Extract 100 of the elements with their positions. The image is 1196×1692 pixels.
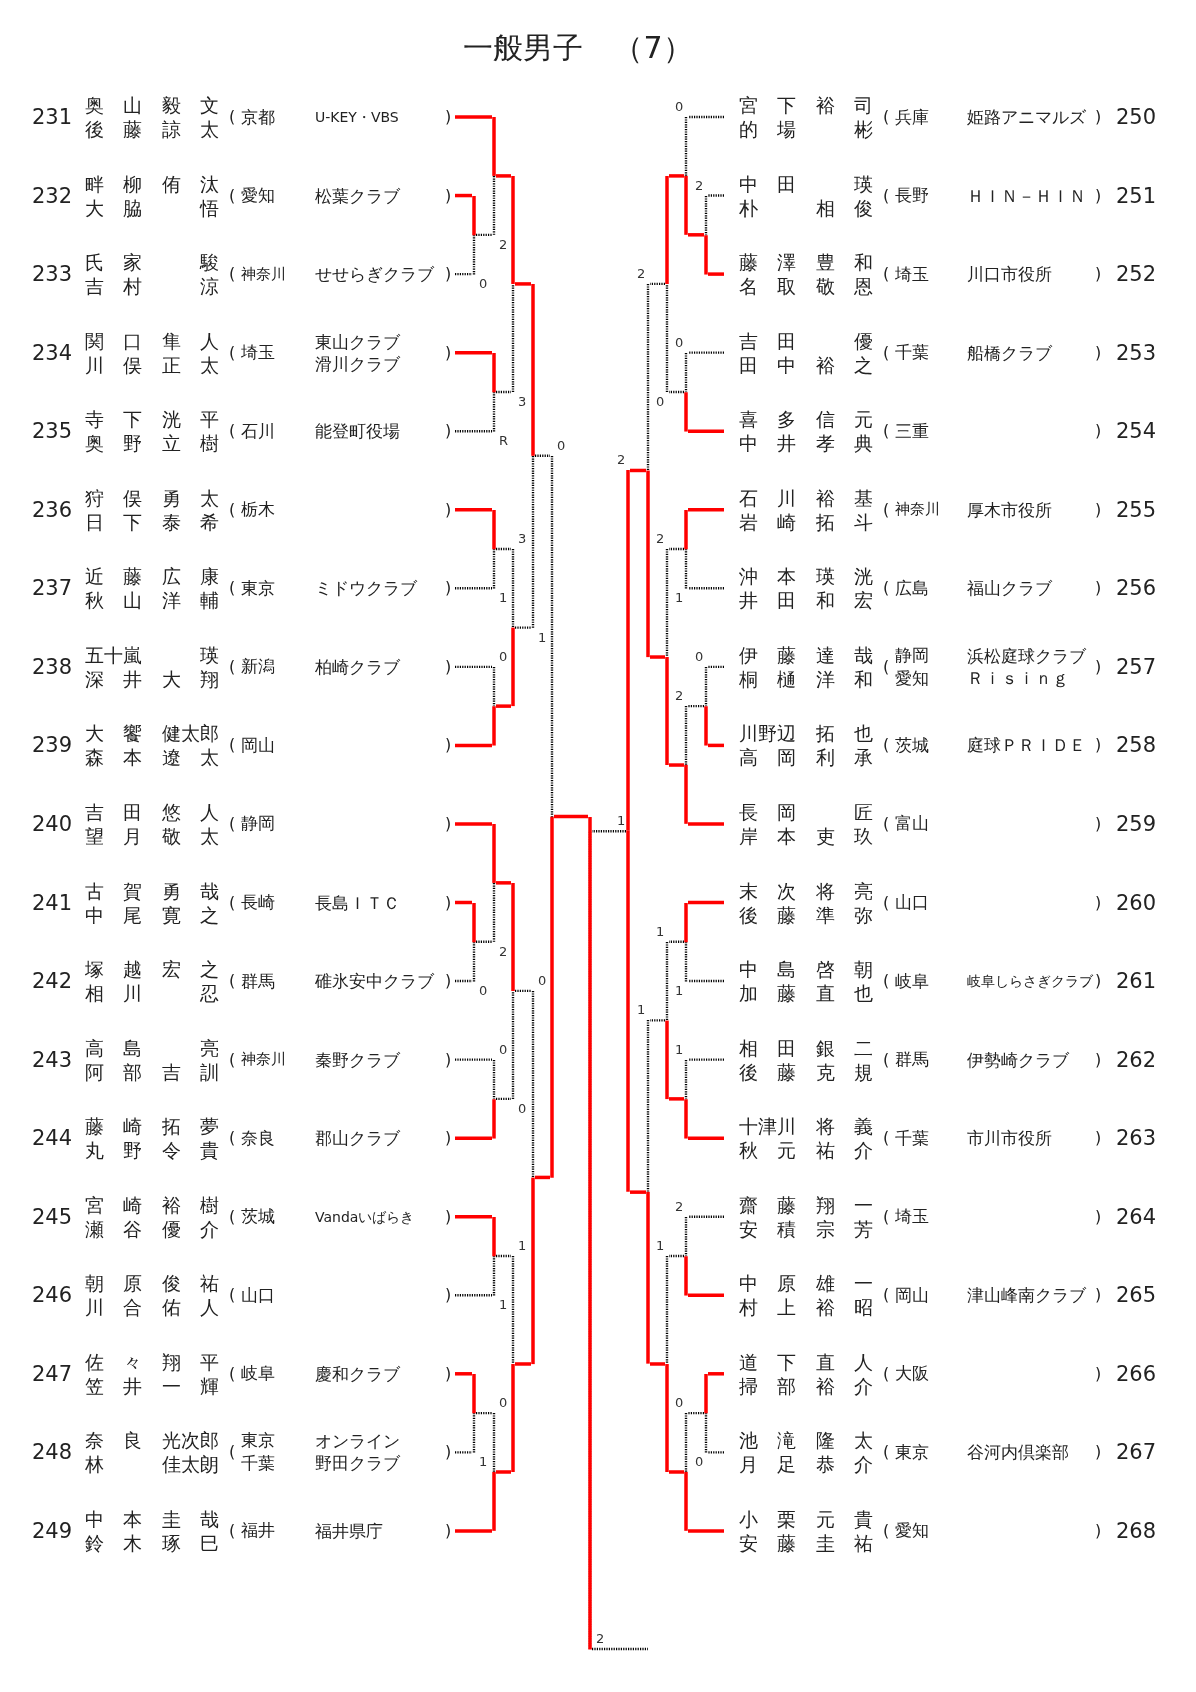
score-label: 0 — [655, 394, 666, 409]
bracket-line — [669, 940, 684, 943]
bracket-line — [688, 429, 724, 433]
open-parenthesis: ( — [229, 1441, 236, 1464]
bracket-line — [688, 587, 724, 590]
bracket-line — [455, 115, 492, 119]
bracket-line — [650, 1362, 665, 1366]
score-label: 1 — [537, 630, 548, 645]
player-name: 林 佳太朗 — [85, 1452, 219, 1477]
bracket-line — [688, 1529, 724, 1533]
player-name: 道下 直人 — [739, 1349, 873, 1374]
prefecture-name: 長崎 — [241, 891, 275, 914]
score-label: 0 — [674, 100, 685, 114]
prefecture-name: 愛知 — [895, 666, 929, 690]
bracket-line — [688, 508, 724, 512]
prefecture-name: 三重 — [895, 419, 929, 443]
prefecture-name: 群馬 — [241, 969, 275, 993]
score-label: 2 — [498, 237, 509, 252]
open-parenthesis: ( — [883, 498, 890, 521]
player-name: 中井 孝典 — [739, 431, 873, 456]
team-name: 郡山クラブ — [315, 1127, 400, 1150]
player-name: 井田 和宏 — [739, 588, 873, 613]
prefecture-name: 福井 — [241, 1519, 275, 1543]
close-parenthesis: ) — [1095, 1441, 1102, 1464]
player-name: 末次 将亮 — [739, 878, 873, 903]
open-parenthesis: ( — [883, 1362, 890, 1385]
close-parenthesis: ) — [1095, 655, 1102, 678]
entry-number: 256 — [1114, 575, 1158, 602]
bracket-line — [650, 655, 665, 659]
bracket-line — [708, 194, 724, 197]
score-label: 3 — [517, 532, 528, 546]
open-parenthesis: ( — [229, 577, 236, 600]
close-parenthesis: ) — [445, 734, 452, 757]
entry-number: 231 — [30, 104, 74, 130]
player-name: 中原 雄一 — [739, 1271, 873, 1296]
team-name: 能登町役場 — [315, 420, 400, 443]
prefecture-name: 千葉 — [241, 1452, 275, 1476]
player-name: 奈良 光次郎 — [85, 1428, 219, 1453]
team-name: Ｒｉｓｉｎｇ — [967, 666, 1069, 689]
player-name: 宮崎 裕樹 — [85, 1192, 219, 1217]
close-parenthesis: ) — [1095, 1048, 1102, 1071]
player-name: 笠井 一輝 — [85, 1373, 219, 1398]
close-parenthesis: ) — [1095, 184, 1102, 207]
bracket-line — [455, 900, 472, 905]
entry-number: 263 — [1114, 1125, 1158, 1152]
open-parenthesis: ( — [883, 184, 890, 207]
bracket-line — [455, 508, 492, 512]
player-name: 中田 瑛 — [739, 171, 873, 196]
bracket-line — [496, 174, 511, 178]
player-name: 大饗 健太郎 — [85, 721, 219, 746]
open-parenthesis: ( — [883, 420, 890, 443]
close-parenthesis: ) — [445, 970, 452, 993]
entry-number: 242 — [30, 968, 74, 995]
team-name: 碓氷安中クラブ — [315, 970, 434, 993]
prefecture-name: 栃木 — [241, 498, 275, 522]
bracket-line — [455, 665, 492, 669]
score-label: 3 — [517, 394, 528, 409]
prefecture-name: 東京 — [241, 1429, 275, 1453]
bracket-line — [669, 1097, 684, 1101]
entry-number: 237 — [30, 575, 74, 602]
team-name: 姫路アニマルズ — [967, 106, 1086, 128]
bracket-line — [708, 272, 724, 276]
player-name: 大脇 悟 — [85, 195, 219, 220]
player-name: 桐樋 洋和 — [739, 666, 873, 691]
entry-number: 247 — [30, 1360, 74, 1387]
close-parenthesis: ) — [1095, 341, 1102, 364]
bracket-line — [688, 233, 704, 237]
bracket-line — [455, 1136, 492, 1140]
entry-number: 248 — [30, 1439, 74, 1466]
player-name: 月足 恭介 — [739, 1452, 873, 1477]
prefecture-name: 京都 — [241, 105, 275, 129]
player-name: 小栗 元貴 — [739, 1506, 873, 1531]
entry-number: 257 — [1114, 653, 1158, 680]
prefecture-name: 石川 — [241, 419, 275, 443]
team-name: Vandaいばらき — [315, 1207, 415, 1227]
entry-number: 259 — [1114, 810, 1158, 837]
player-name: 鈴木 琢巳 — [85, 1530, 219, 1555]
close-parenthesis: ) — [445, 184, 452, 207]
close-parenthesis: ) — [445, 420, 452, 443]
open-parenthesis: ( — [229, 1519, 236, 1542]
close-parenthesis: ) — [445, 1441, 452, 1464]
close-parenthesis: ) — [1095, 1127, 1102, 1150]
open-parenthesis: ( — [883, 1519, 890, 1542]
prefecture-name: 岐阜 — [895, 969, 929, 993]
prefecture-name: 兵庫 — [895, 105, 929, 129]
bracket-line — [455, 1058, 492, 1061]
entry-number: 250 — [1114, 104, 1158, 130]
close-parenthesis: ) — [445, 812, 452, 835]
player-name: 奥野 立樹 — [85, 431, 219, 456]
bracket-line — [688, 704, 704, 708]
bracket-line — [630, 468, 646, 473]
bracket-line — [688, 351, 724, 354]
prefecture-name: 山口 — [241, 1283, 275, 1307]
open-parenthesis: ( — [229, 1127, 236, 1150]
prefecture-name: 岡山 — [241, 733, 275, 757]
bracket-line — [455, 1214, 492, 1219]
bracket-line — [669, 174, 684, 178]
prefecture-name: 岐阜 — [241, 1362, 275, 1386]
score-label: 2 — [498, 944, 509, 959]
player-name: 田中 裕之 — [739, 352, 873, 377]
